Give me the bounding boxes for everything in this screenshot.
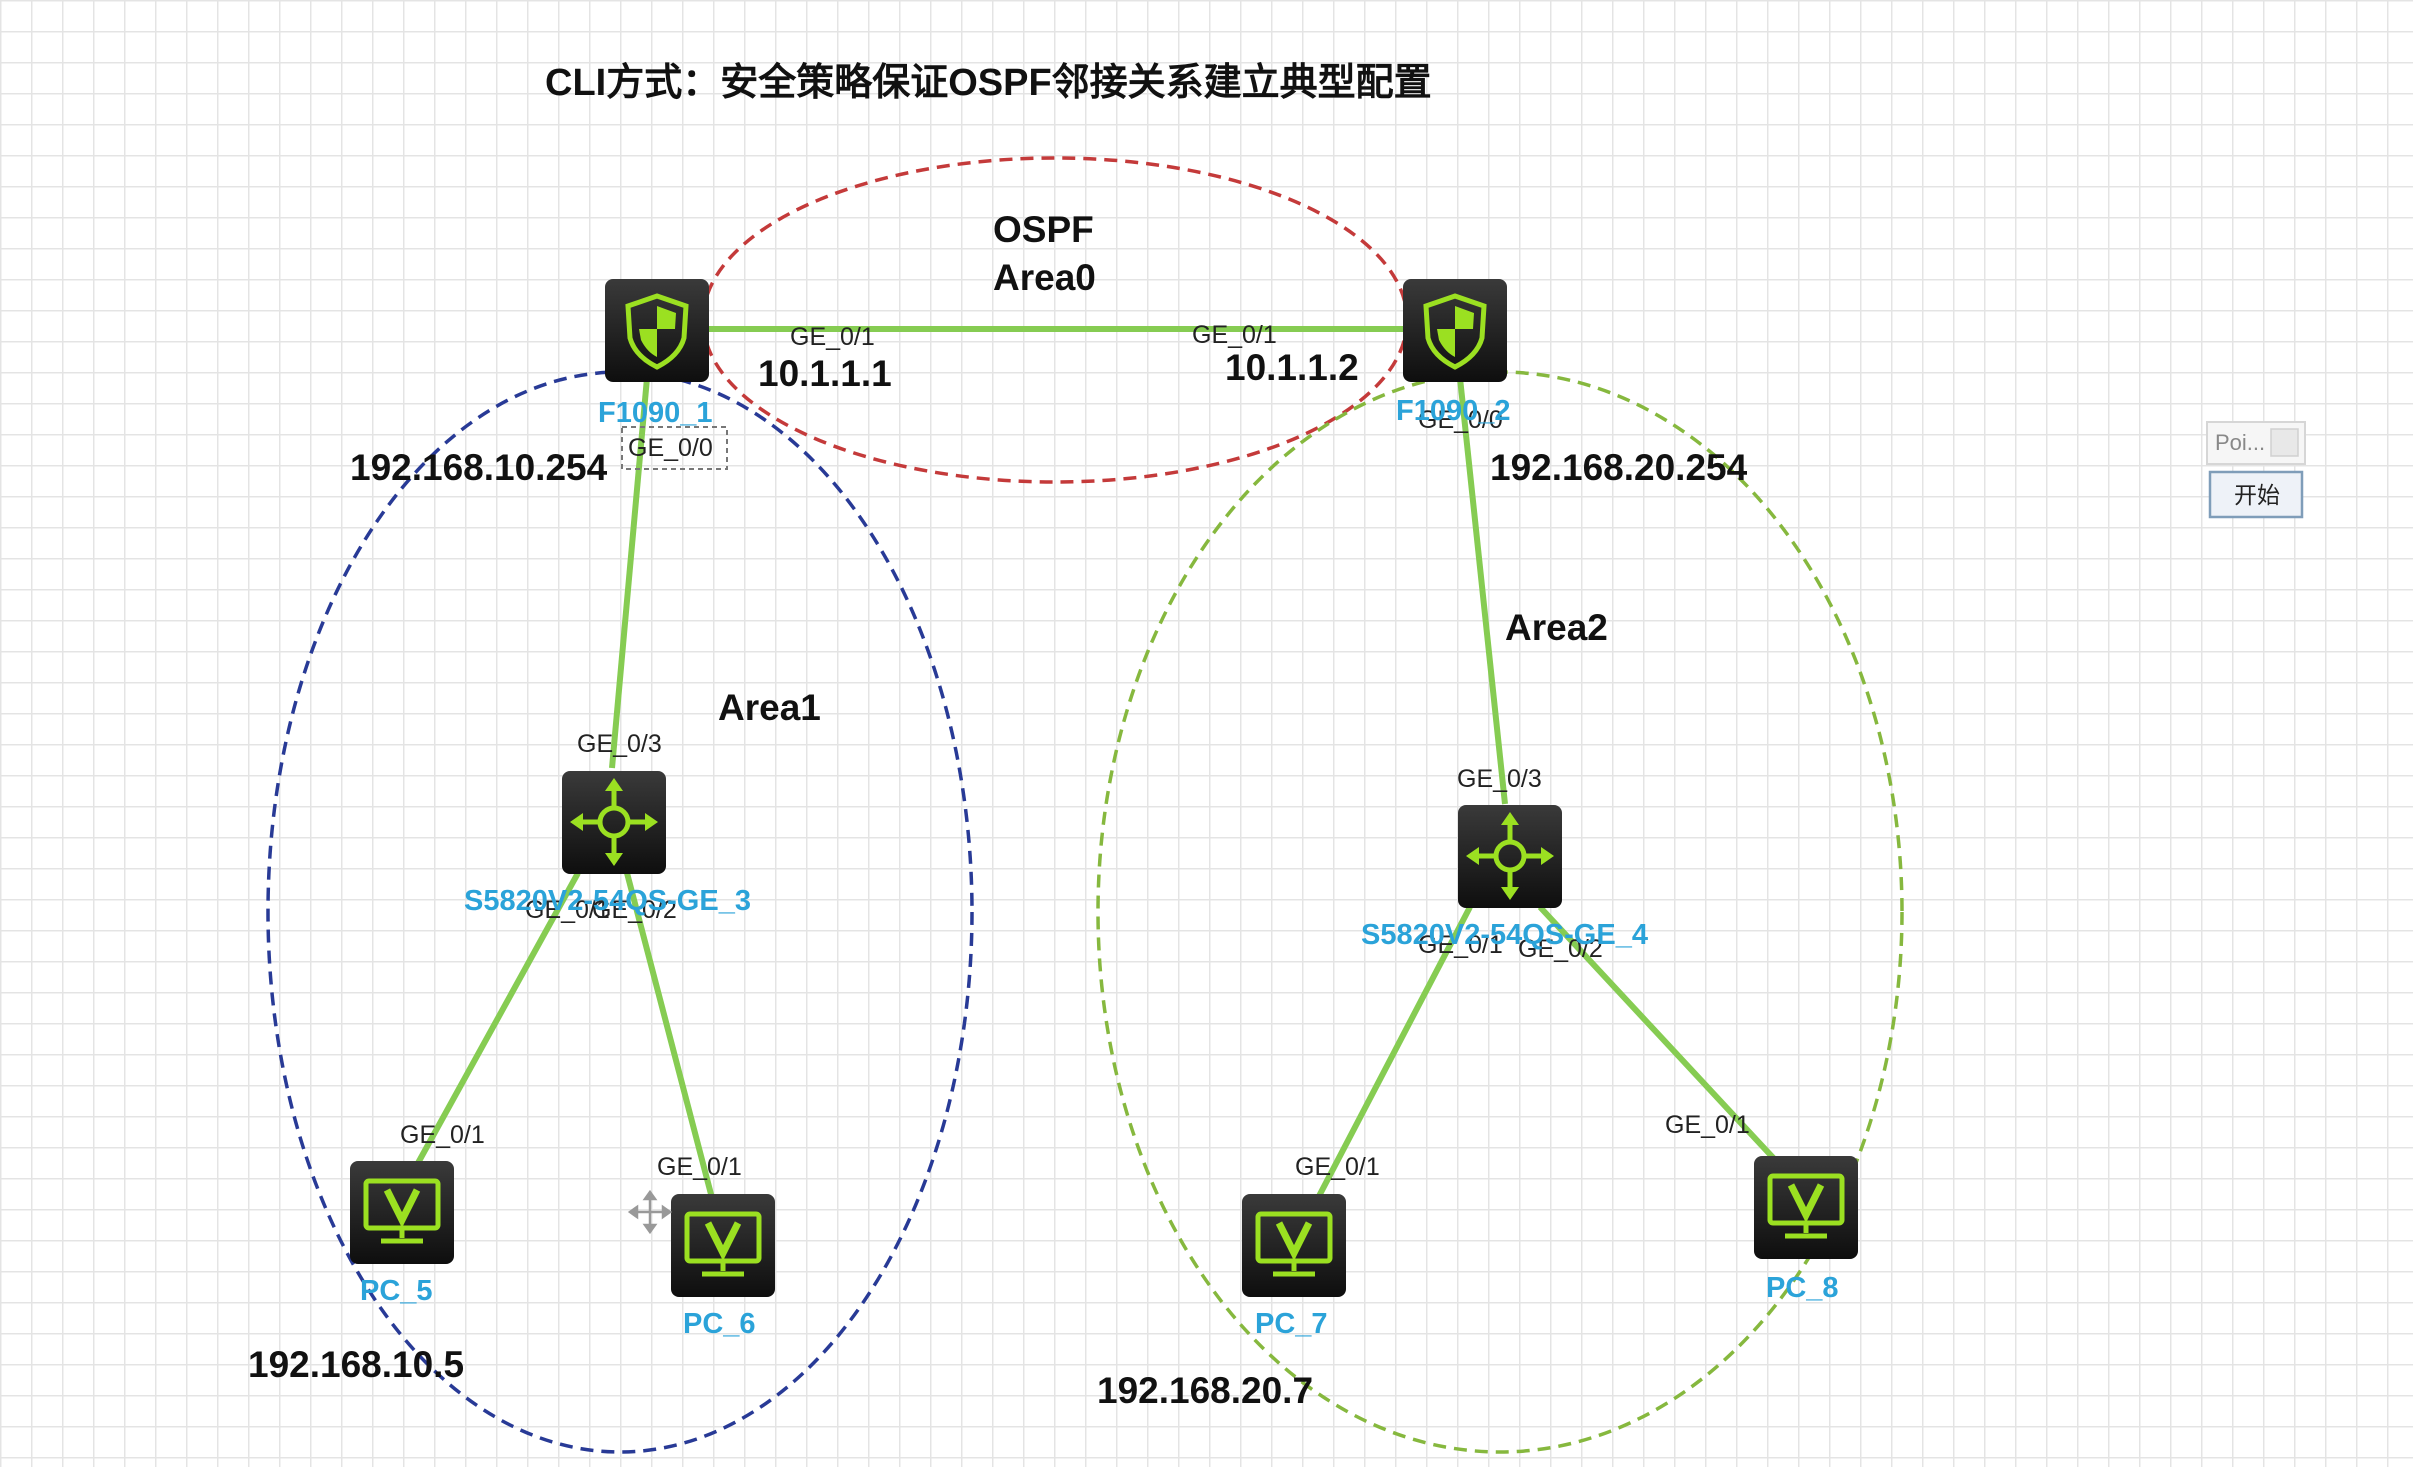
area0-label-area: Area0	[993, 257, 1096, 298]
floating-panel: Poi... 开始	[2206, 421, 2306, 519]
port-label-fw2-ge00: GE_0/0	[1418, 406, 1503, 434]
link-sw4-pc8	[1537, 904, 1781, 1166]
port-label-sw4-ge03: GE_0/3	[1457, 765, 1542, 793]
ip-fw1-lan: 192.168.10.254	[350, 447, 608, 488]
device-pc-7[interactable]	[1242, 1194, 1346, 1297]
device-pc-6[interactable]	[671, 1194, 775, 1297]
port-label-sw3-ge01: GE_0/1	[525, 896, 610, 924]
device-f1090-1[interactable]	[605, 279, 709, 382]
start-button[interactable]	[2208, 470, 2304, 519]
port-label-pc8-ge01: GE_0/1	[1665, 1111, 1750, 1139]
area2-label: Area2	[1505, 607, 1608, 648]
link-sw3-pc6	[624, 872, 715, 1199]
diagram-title: CLI方式：安全策略保证OSPF邻接关系建立典型配置	[545, 61, 1432, 104]
move-cursor-icon	[627, 1189, 673, 1235]
port-label-fw2-ge01: GE_0/1	[1192, 321, 1277, 349]
port-label-sw4-ge01: GE_0/1	[1418, 931, 1503, 959]
device-label-pc6: PC_6	[683, 1308, 756, 1340]
device-label-pc5: PC_5	[360, 1275, 433, 1307]
link-sw4-pc7	[1315, 905, 1473, 1200]
area0-label-ospf: OSPF	[993, 209, 1094, 250]
ip-pc5: 192.168.10.5	[248, 1344, 464, 1385]
ip-fw2-wan: 10.1.1.2	[1225, 347, 1359, 388]
area0-boundary	[701, 156, 1409, 484]
area1-label: Area1	[718, 687, 821, 728]
device-switch-3[interactable]	[562, 771, 666, 874]
ip-pc7: 192.168.20.7	[1097, 1370, 1313, 1411]
device-pc-5[interactable]	[350, 1161, 454, 1264]
start-button-label: 开始	[2234, 482, 2280, 508]
port-label-pc7-ge01: GE_0/1	[1295, 1153, 1380, 1181]
device-label-fw1: F1090_1	[598, 397, 713, 429]
device-label-pc7: PC_7	[1255, 1308, 1328, 1340]
port-label-pc6-ge01: GE_0/1	[657, 1153, 742, 1181]
device-label-sw3: S5820V2-54QS-GE_3	[464, 885, 751, 917]
device-label-fw2: F1090_2	[1396, 395, 1511, 427]
port-label-sw3-ge03: GE_0/3	[577, 730, 662, 758]
link-fw2-sw4	[1457, 377, 1508, 805]
link-fw1-sw3	[609, 377, 650, 769]
port-label-fw1-ge00: GE_0/0	[628, 434, 713, 462]
link-sw3-pc5	[415, 871, 581, 1165]
port-selection-box	[621, 426, 728, 470]
port-label-sw4-ge02: GE_0/2	[1518, 935, 1603, 963]
panel-title: Poi...	[2215, 430, 2265, 455]
device-switch-4[interactable]	[1458, 805, 1562, 908]
port-label-sw3-ge02: GE_0/2	[592, 896, 677, 924]
ip-fw2-lan: 192.168.20.254	[1490, 447, 1748, 488]
port-label-pc5-ge01: GE_0/1	[400, 1121, 485, 1149]
device-label-sw4: S5820V2-54QS-GE_4	[1361, 919, 1648, 951]
device-f1090-2[interactable]	[1403, 279, 1507, 382]
panel-close-icon[interactable]	[2270, 428, 2299, 457]
port-label-fw1-ge01: GE_0/1	[790, 323, 875, 351]
ip-fw1-wan: 10.1.1.1	[758, 353, 892, 394]
device-label-pc8: PC_8	[1766, 1272, 1839, 1304]
device-pc-8[interactable]	[1754, 1156, 1858, 1259]
